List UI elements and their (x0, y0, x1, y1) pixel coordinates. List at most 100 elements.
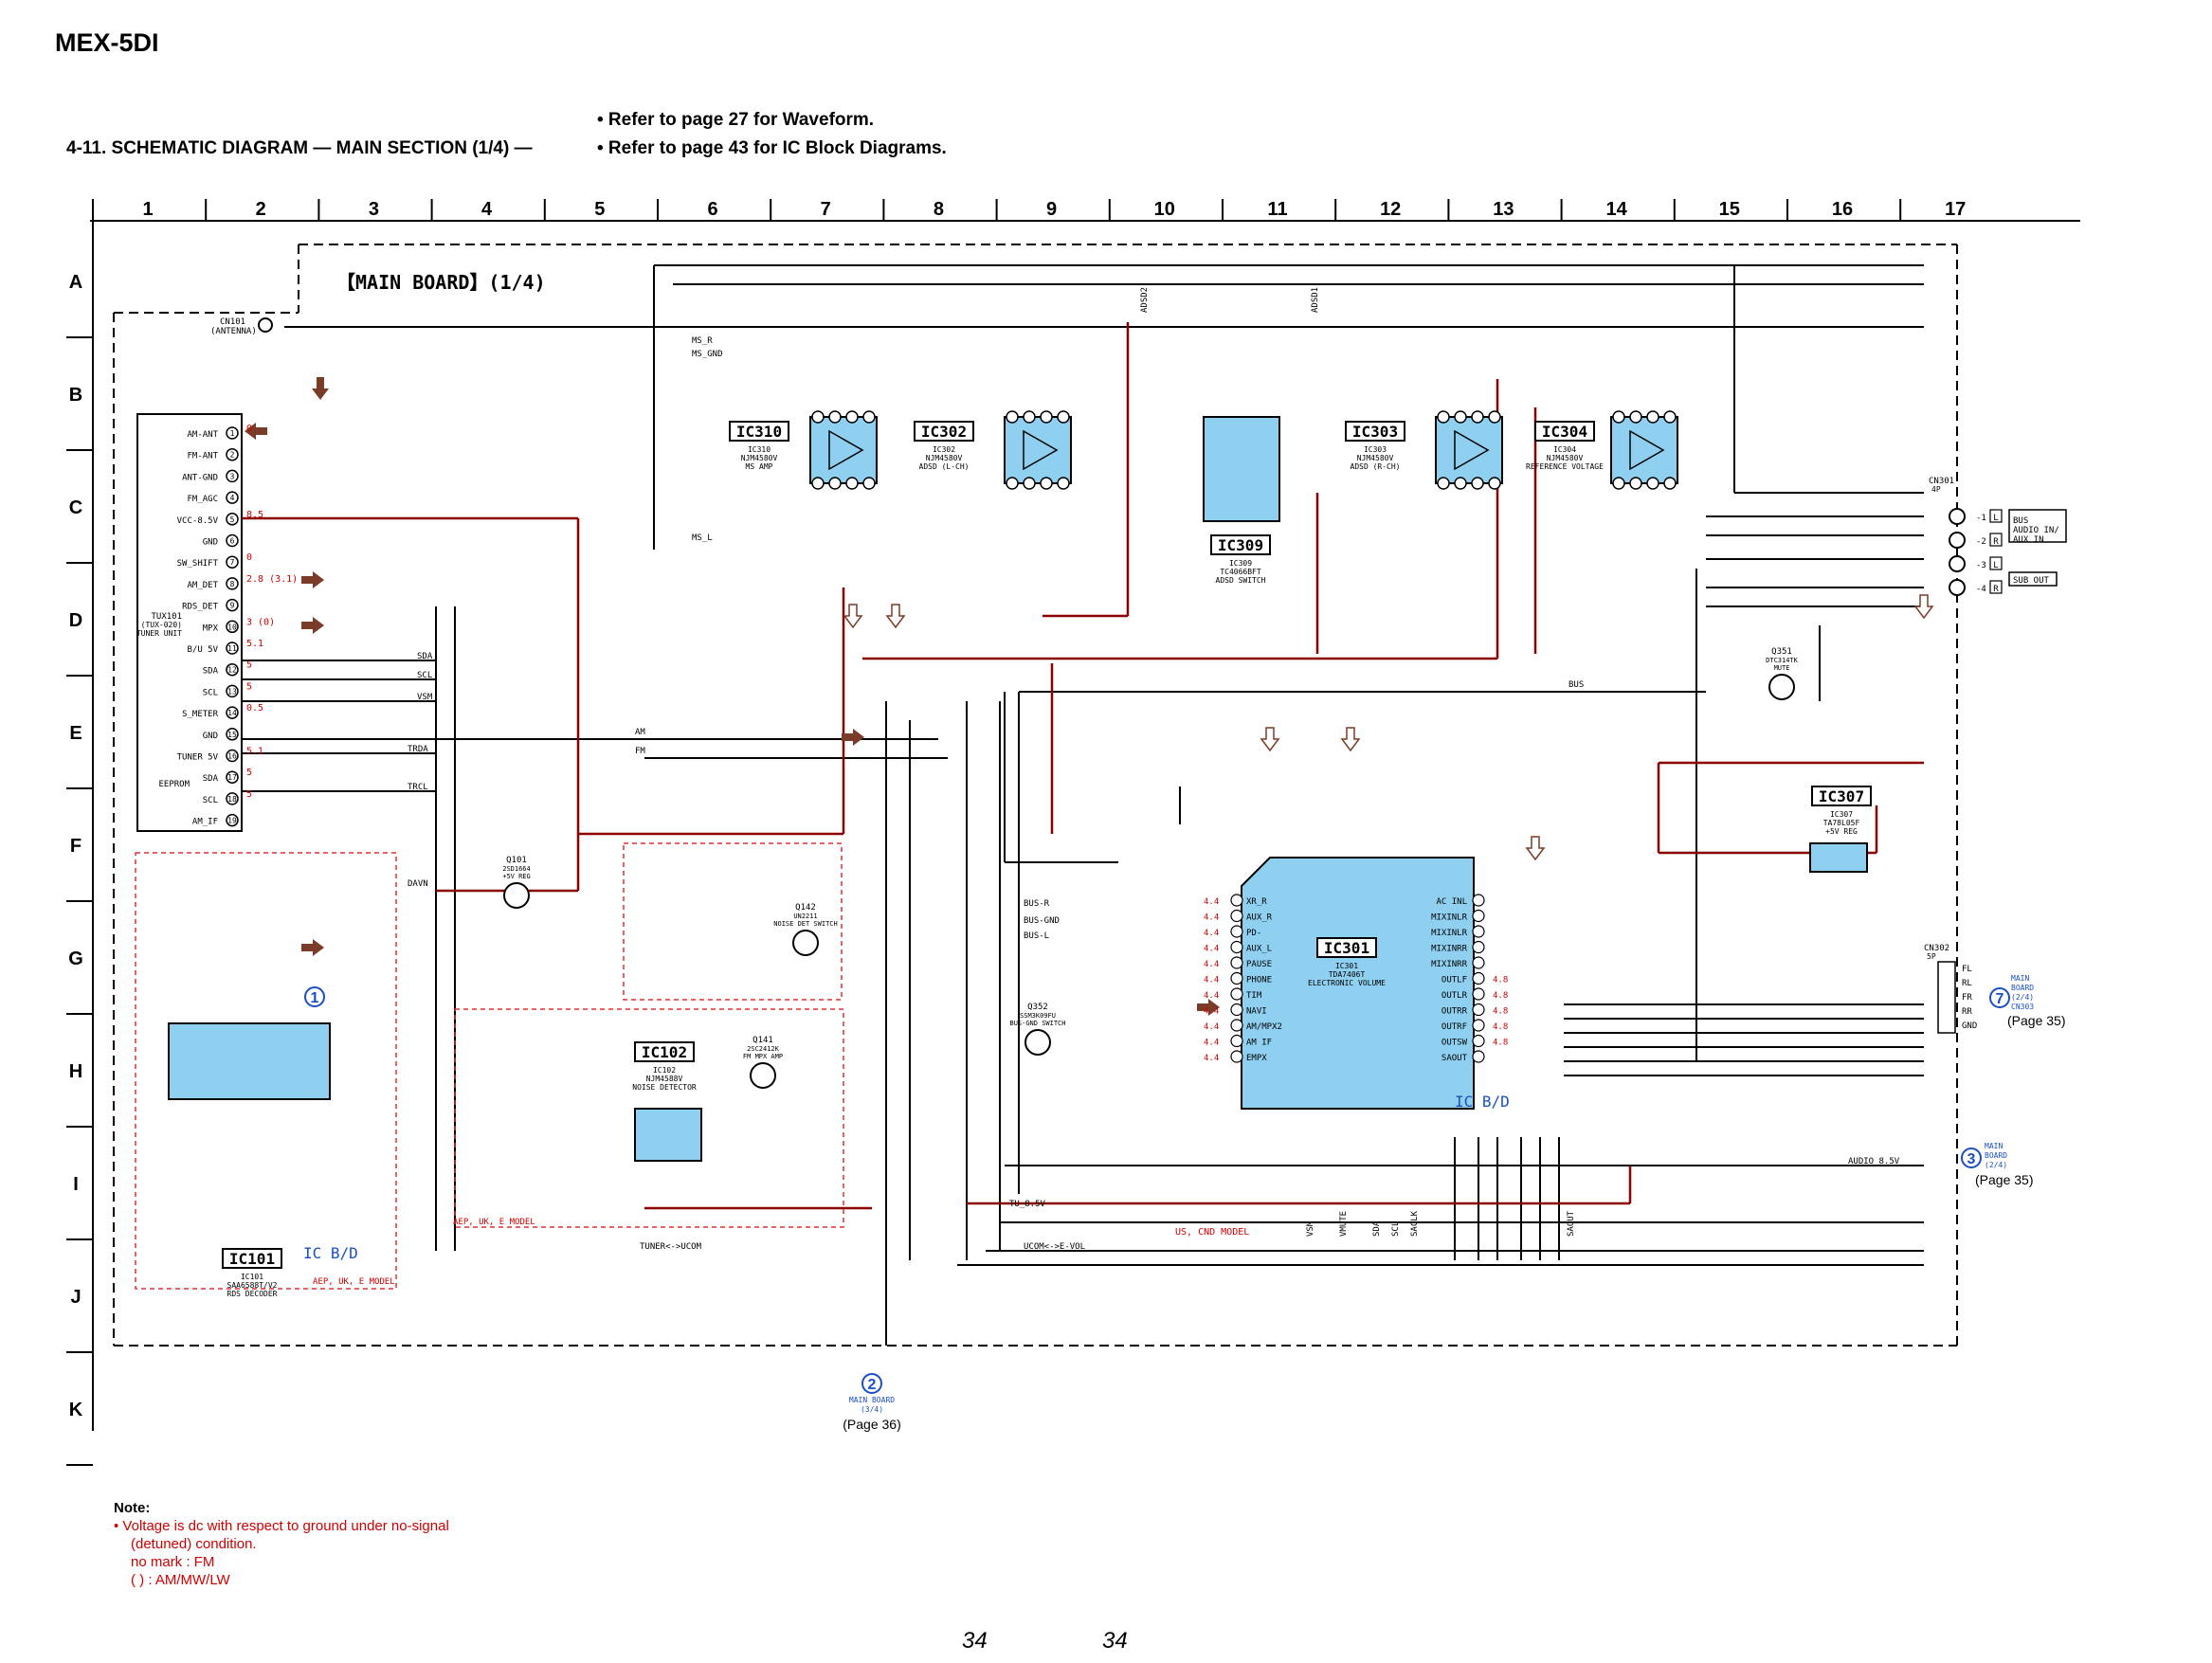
cn301-ch-box (1989, 556, 2003, 570)
opamp-pin (1471, 410, 1484, 424)
vertical-net-label: VMUTE (1339, 1211, 1349, 1237)
opamp-pin (828, 477, 842, 490)
signal-arrow (301, 939, 324, 956)
ic-ref-small: IC102 (653, 1066, 676, 1075)
signal-arrow (842, 729, 864, 746)
ic301-voltage: 4.8 (1493, 991, 1508, 1001)
transistor-func: +5V REG (502, 873, 531, 880)
connector-text: MAIN BOARD (849, 1396, 895, 1404)
opamp-pin (1437, 477, 1450, 490)
cn301-jack (1949, 532, 1966, 549)
cn301-ref: CN301 (1929, 477, 1954, 486)
tuner-voltage: 5 (246, 789, 252, 800)
ic-ref-ic303: IC303 (1352, 423, 1398, 441)
ic301-pin (1472, 909, 1485, 923)
ic-part: SAA6588T/V2 (227, 1281, 278, 1290)
tuner-pin-label: SCL (203, 796, 218, 805)
ic301-voltage: 4.4 (1204, 1039, 1219, 1048)
ic301-voltage: 4.4 (1204, 929, 1219, 938)
ic301-pin (1230, 956, 1243, 969)
cn302-pins: 5P (1927, 952, 1936, 961)
signal-label: FM (635, 747, 645, 756)
transistor-ref: Q351 (1771, 647, 1792, 657)
tuner-pin-label: AM_IF (192, 818, 218, 827)
ic-func: MS AMP (746, 462, 773, 471)
ic301-pin (1472, 956, 1485, 969)
tuner-pin-number: 16 (227, 752, 237, 761)
cn301-label: AUDIO IN/ (2013, 526, 2059, 535)
ic-part: NJM4580V (926, 454, 963, 462)
transistor-ref: Q352 (1027, 1003, 1048, 1012)
signal-label: AM (635, 728, 645, 737)
transistor-part: 2SC2412K (747, 1045, 780, 1053)
vertical-net-label: SACLK (1410, 1210, 1420, 1237)
ic301-pin (1472, 1050, 1485, 1063)
connector-callout (861, 1373, 882, 1394)
ic301-pin (1230, 971, 1243, 985)
cn301-channel: L (1993, 514, 1998, 523)
opamp-pin (845, 477, 859, 490)
region-label: AEP, UK, E MODEL (313, 1277, 395, 1287)
ic301-pin-left: AM/MPX2 (1246, 1022, 1282, 1032)
ic301-pin-right: OUTSW (1441, 1039, 1468, 1048)
ic301-voltage: 4.4 (1204, 1022, 1219, 1032)
connector-callout (1989, 987, 2010, 1008)
connector-callout (304, 986, 325, 1007)
vertical-net-label: ADSD1 (1311, 287, 1320, 313)
tuner-pin (226, 426, 239, 440)
tuner-voltage: 5.1 (246, 747, 263, 757)
voltage-note: Note: • Voltage is dc with respect to gr… (114, 1499, 449, 1589)
grid-row-H: H (69, 1061, 82, 1082)
tuner-pin-number: 5 (230, 515, 235, 524)
opamp-pin (1488, 410, 1501, 424)
tuner-pin (226, 813, 239, 827)
connector-page: (Page 35) (2007, 1013, 2065, 1028)
grid-row-C: C (69, 497, 82, 518)
opamp-pin (1488, 477, 1501, 490)
opamp-pin (862, 477, 876, 490)
ic301-pin-left: XR_R (1246, 897, 1267, 907)
tuner-name: TUNER UNIT (136, 629, 182, 638)
ic-ref-small: IC302 (933, 445, 955, 454)
ic301-pin (1472, 940, 1485, 954)
cn301-pin-num: -3 (1976, 561, 1986, 570)
ic-ref-small: IC301 (1335, 962, 1358, 970)
ic301-pin (1230, 987, 1243, 1001)
cn301-channel: R (1993, 537, 1999, 547)
opamp-pin (1612, 477, 1625, 490)
tuner-pin (226, 728, 239, 741)
tuner-pin (226, 555, 239, 569)
tuner-pin (226, 513, 239, 526)
vertical-net-label: VSM (1306, 1220, 1315, 1237)
transistor-symbol (750, 1062, 776, 1089)
ic301-pin (1230, 940, 1243, 954)
ic301-pin-right: MIXINRR (1431, 960, 1468, 969)
opamp-pin (1006, 477, 1019, 490)
tuner-voltage: 3 (0) (246, 617, 275, 627)
opamp-pin (862, 410, 876, 424)
tuner-pin-label: FM-ANT (187, 452, 218, 461)
opamp-body (1610, 416, 1678, 484)
tuner-pin (226, 447, 239, 461)
tuner-pin-label: ANT-GND (182, 473, 218, 482)
ic-func: ELECTRONIC VOLUME (1308, 979, 1386, 987)
signal-arrow (301, 571, 324, 588)
cn301-label: BUS (2013, 516, 2028, 526)
vertical-net-label: SCL (1391, 1221, 1401, 1237)
tuner-pin-label: GND (203, 732, 218, 741)
ic-func: +5V REG (1825, 827, 1858, 836)
connector-page: (Page 35) (1975, 1172, 2033, 1187)
opamp-pin (1663, 410, 1677, 424)
signal-label: MS_L (692, 533, 713, 543)
ic-label-box (634, 1041, 695, 1062)
ic301-voltage: 4.4 (1204, 976, 1219, 985)
ic301-pin (1230, 894, 1243, 907)
eeprom-label: EEPROM (158, 780, 190, 789)
opamp-pin (828, 410, 842, 424)
opamp-triangle (828, 429, 864, 471)
ic-part: TA78L05F (1823, 819, 1860, 827)
tuner-voltage: 5 (246, 660, 252, 671)
tuner-voltage: 5 (246, 681, 252, 692)
signal-label: TRDA (408, 745, 428, 754)
signal-arrow-hollow (1260, 727, 1280, 752)
